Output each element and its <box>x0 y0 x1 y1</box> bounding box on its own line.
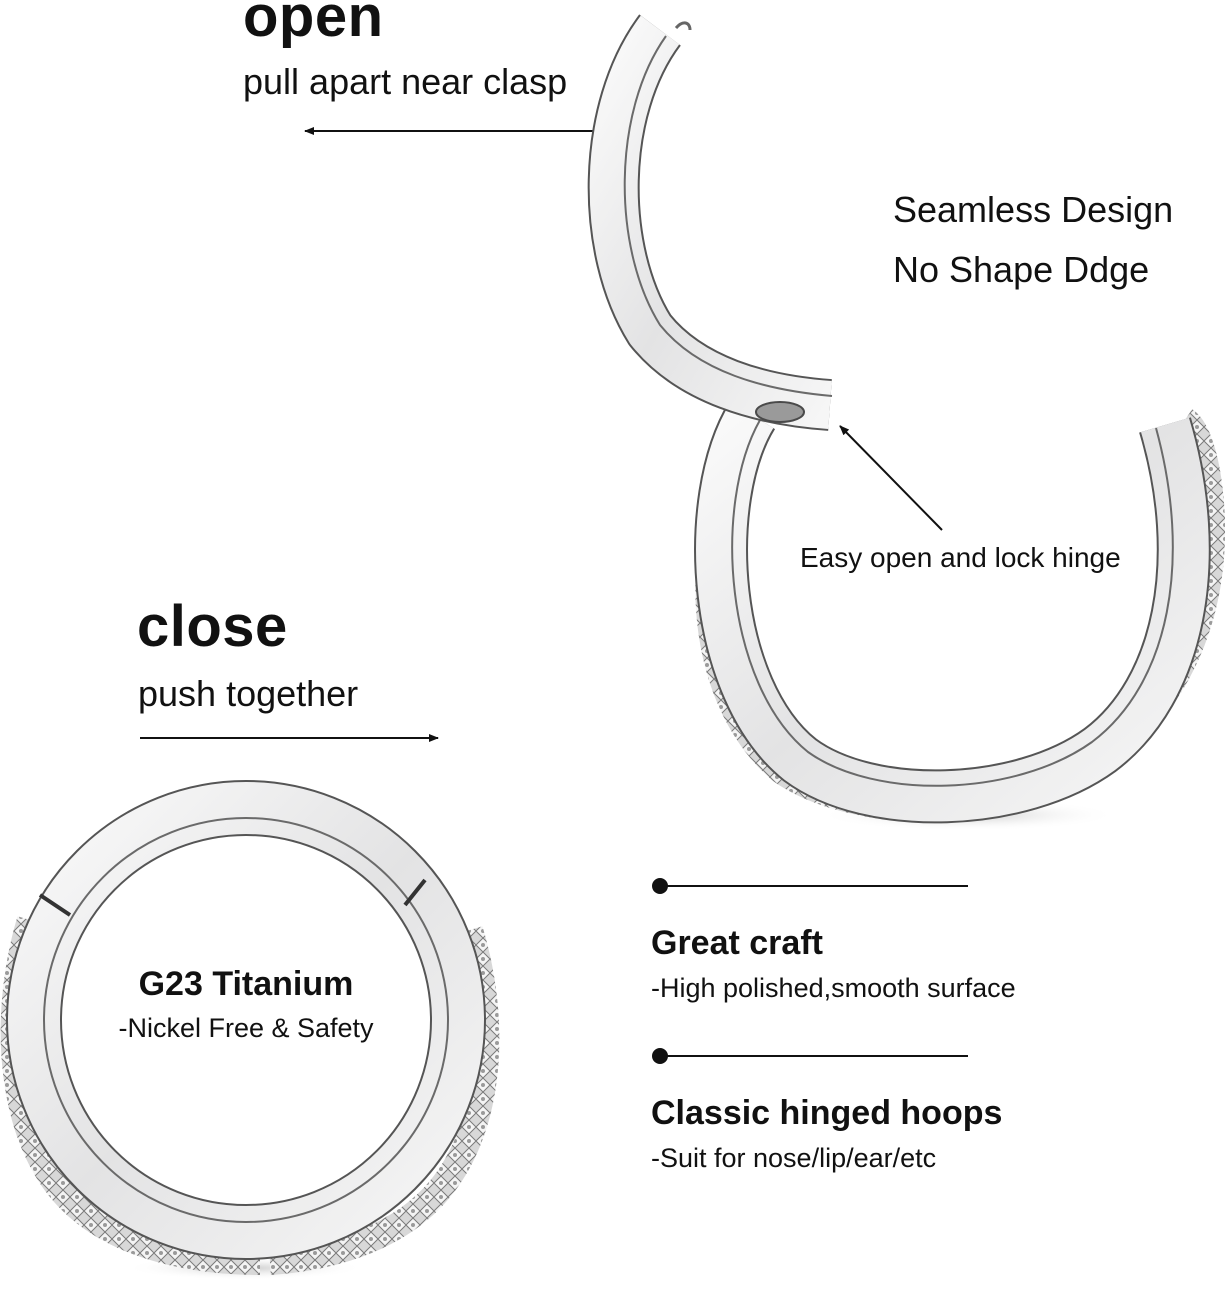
hinge-label: Easy open and lock hinge <box>800 542 1121 573</box>
close-title: close <box>137 594 288 659</box>
spec-2-title: Classic hinged hoops <box>651 1094 1003 1132</box>
spec-1-subtitle: -High polished,smooth surface <box>651 973 1016 1003</box>
material-subtitle: -Nickel Free & Safety <box>118 1013 374 1043</box>
open-hoop-ring <box>587 14 1225 831</box>
closed-hoop-ring <box>0 780 500 1280</box>
feature-line-1: Seamless Design <box>893 189 1174 230</box>
hinge-pointer-arrow <box>839 425 943 531</box>
open-title: open <box>243 0 384 49</box>
spec-divider-2 <box>652 1048 968 1064</box>
feature-line-2: No Shape Ddge <box>893 249 1150 290</box>
spec-divider-1 <box>652 878 968 894</box>
spec-2-subtitle: -Suit for nose/lip/ear/etc <box>651 1143 937 1173</box>
close-subtitle: push together <box>138 673 359 714</box>
material-title: G23 Titanium <box>138 965 354 1003</box>
open-subtitle: pull apart near clasp <box>243 61 568 102</box>
spec-1-title: Great craft <box>651 924 823 962</box>
